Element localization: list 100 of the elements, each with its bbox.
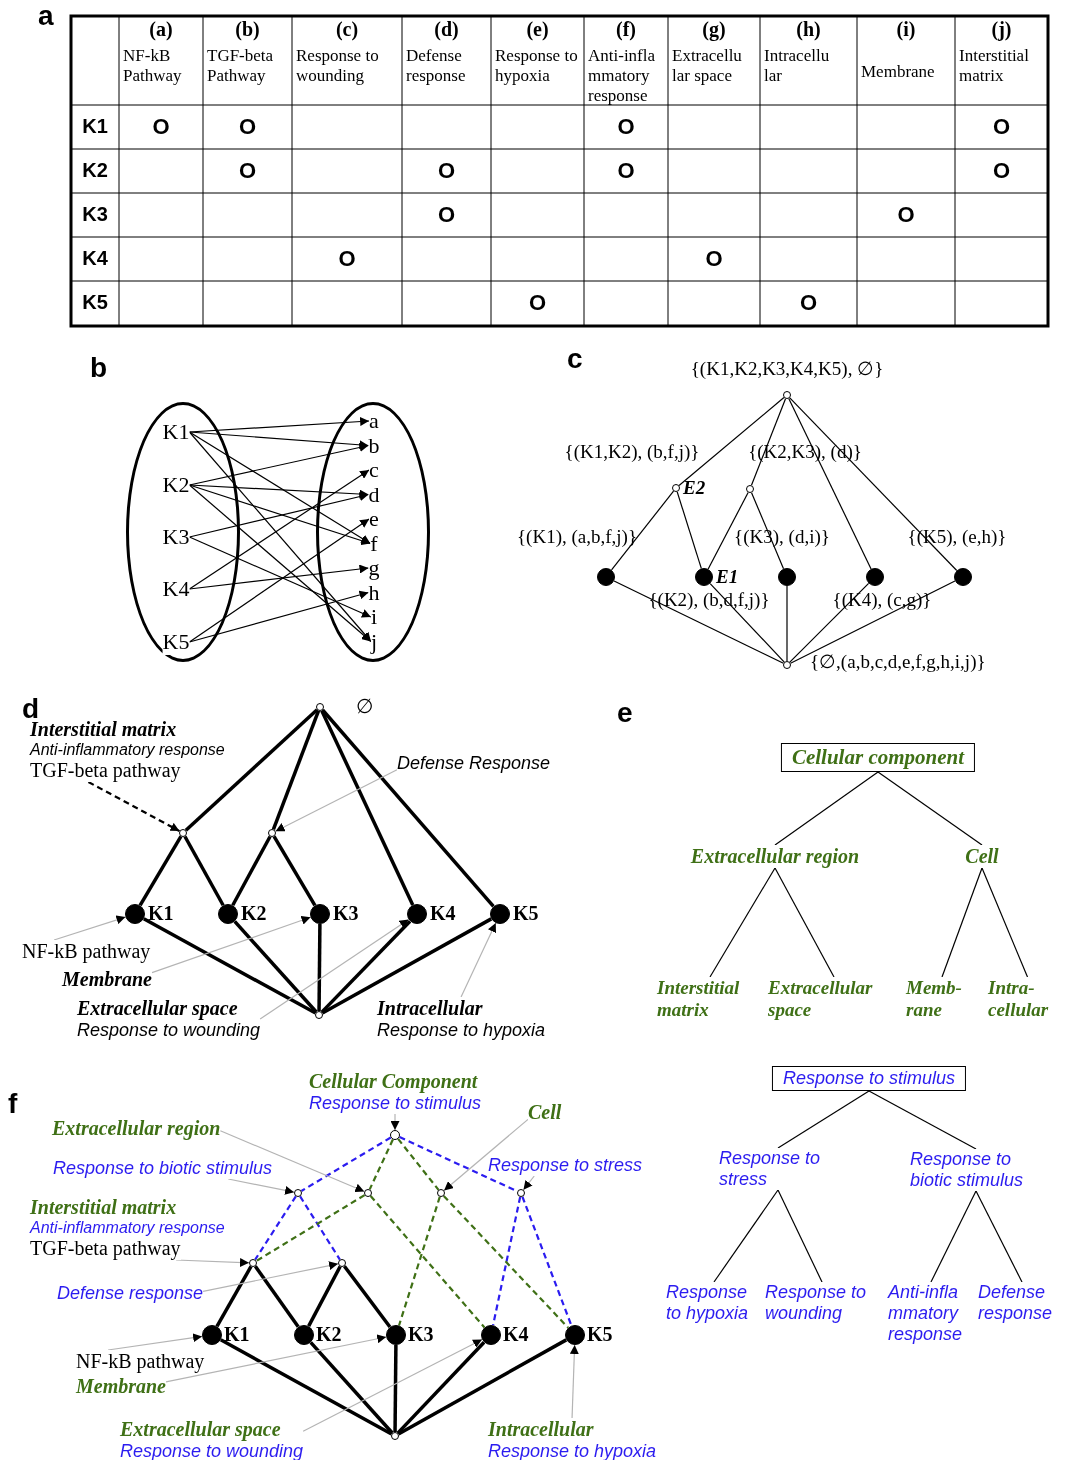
lattice-edge — [300, 1136, 392, 1192]
lattice-edge — [320, 919, 412, 1014]
lattice-edge — [138, 835, 183, 907]
table-mark: O — [437, 202, 456, 228]
lattice-edge — [790, 580, 956, 664]
panel-letter: e — [617, 697, 633, 729]
row-header: K2 — [82, 159, 108, 182]
lattice-node — [672, 484, 680, 492]
node-label: K3 — [333, 902, 359, 925]
arrow — [188, 492, 370, 538]
tree-branch — [774, 867, 835, 978]
annotation-label: Response to biotic stimulus — [53, 1158, 273, 1179]
lattice-edge — [254, 1195, 297, 1261]
tree-branch — [774, 771, 879, 846]
lattice-node — [481, 1325, 501, 1345]
lattice-node — [390, 1130, 400, 1140]
leader-line — [87, 781, 180, 833]
annotation-label: Anti-inflammatory response — [30, 1219, 225, 1237]
lattice-node — [490, 904, 510, 924]
lattice-node — [517, 1189, 525, 1197]
annotation-label: Response to stimulus — [308, 1093, 482, 1114]
column-header: Anti-infla mmatory response — [588, 46, 657, 106]
node-label: K3 — [408, 1323, 434, 1346]
lattice-node — [746, 485, 754, 493]
lattice-edge — [142, 917, 317, 1015]
lattice-edge — [183, 835, 225, 907]
node-label: E2 — [683, 477, 706, 499]
leader-line — [53, 915, 127, 941]
lattice-node — [315, 1011, 323, 1019]
annotation-label: NF-kB pathway — [76, 1350, 205, 1373]
leader-line — [151, 916, 312, 974]
lattice-node — [407, 904, 427, 924]
lattice-node — [778, 568, 796, 586]
annotation-label: Extracellular region — [52, 1117, 221, 1140]
table-mark: O — [705, 246, 723, 272]
lattice-edge — [707, 491, 749, 570]
tree-branch — [709, 867, 776, 978]
arrow — [188, 484, 371, 545]
leader-line — [165, 1334, 387, 1383]
lattice-edge — [307, 1265, 342, 1327]
table-mark: O — [238, 158, 257, 184]
leader-line — [522, 1175, 535, 1191]
term-label: Cell — [965, 845, 999, 868]
lattice-node — [783, 661, 791, 669]
lattice-edge — [231, 835, 272, 907]
arrow — [188, 518, 370, 643]
table-mark: O — [992, 158, 1011, 184]
lattice-node — [316, 703, 324, 711]
row-header: K4 — [82, 247, 108, 270]
column-header: Extracellu lar space — [672, 46, 743, 86]
column-header: Response to wounding — [296, 46, 380, 86]
lattice-node — [249, 1259, 257, 1267]
annotation-label: Extracellular space — [77, 997, 238, 1020]
leader-line — [460, 922, 497, 998]
lattice-edge — [393, 1345, 398, 1432]
term-box — [771, 1066, 967, 1091]
annotation-label: Defense Response — [397, 753, 551, 774]
lattice-node — [179, 829, 187, 837]
lattice-node — [866, 568, 884, 586]
lattice-edge — [521, 1196, 573, 1327]
lattice-edge — [397, 1338, 568, 1436]
annotation-label: Response to wounding — [77, 1020, 261, 1041]
lattice-node — [386, 1325, 406, 1345]
lattice-edge — [272, 835, 317, 907]
column-header: NF-kB Pathway — [123, 46, 183, 86]
table-mark: O — [617, 114, 635, 140]
node-label: {(K1,K2), (b,f,j)} — [564, 441, 700, 463]
node-label: K5 — [587, 1323, 613, 1346]
table-mark: O — [437, 158, 456, 184]
leader-line — [107, 1333, 203, 1351]
arrow — [188, 536, 372, 618]
lattice-edge — [750, 398, 787, 486]
leader-line — [259, 918, 410, 1020]
node-label: E1 — [716, 566, 739, 588]
table-mark: O — [799, 290, 818, 316]
arrow — [188, 469, 370, 590]
column-letter: (h) — [796, 18, 821, 41]
lattice-edge — [317, 924, 322, 1011]
tree-branch — [930, 1190, 977, 1283]
table-mark: O — [897, 202, 915, 228]
leader-line — [569, 1344, 579, 1419]
lattice-edge — [789, 397, 958, 572]
lattice-edge — [320, 709, 415, 906]
lattice-edge — [368, 1139, 394, 1190]
column-letter: (d) — [434, 18, 459, 41]
node-label: {∅,(a,b,c,d,e,f,g,h,i,j)} — [810, 650, 986, 673]
set-ellipse — [316, 402, 430, 662]
annotation-label: Defense response — [57, 1283, 204, 1304]
annotation-label: Extracellular space — [120, 1418, 281, 1441]
lattice-node — [695, 568, 713, 586]
lattice-edge — [219, 1338, 393, 1436]
term-label: Extracellular region — [690, 845, 860, 868]
annotation-label: NF-kB pathway — [22, 940, 151, 963]
lattice-node — [294, 1189, 302, 1197]
lattice-edge — [309, 1341, 394, 1435]
node-label: ∅ — [356, 694, 373, 718]
column-header: Intracellu lar — [764, 46, 831, 86]
lattice-edge — [613, 580, 784, 664]
lattice-edge — [396, 1341, 486, 1435]
arrow — [188, 564, 370, 590]
